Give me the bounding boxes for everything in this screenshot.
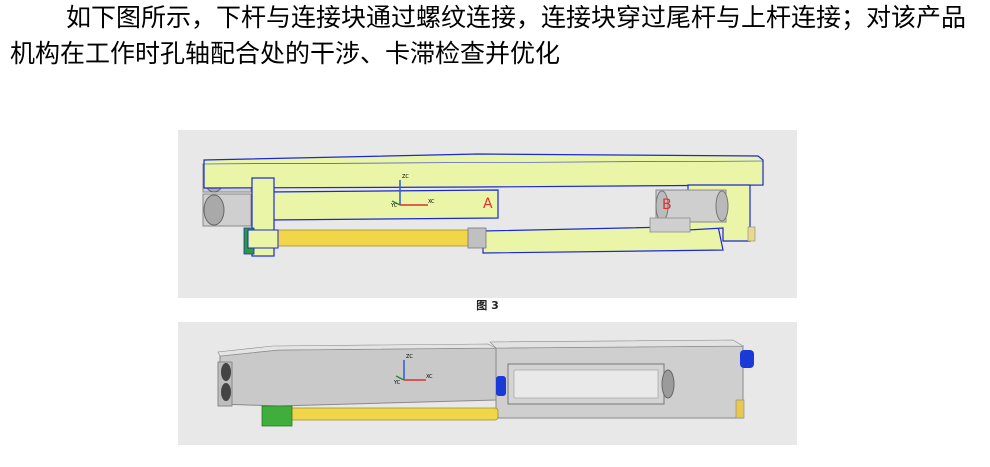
upper-rod (203, 153, 764, 189)
assembly-figure-1-svg: ZC XC YC A B (178, 130, 797, 298)
blue-cap-inner (496, 376, 506, 396)
description-paragraph: 如下图所示，下杆与连接块通过螺纹连接，连接块穿过尾杆与上杆连接；对该产品机构在工… (10, 3, 967, 68)
coordinate-triad-1: ZC XC YC (390, 174, 435, 209)
assembly-figure-section-view: ZC XC YC A B (178, 130, 797, 298)
axis-z-label-2: ZC (406, 354, 413, 360)
lower-yellow-rod-2 (287, 407, 499, 421)
axis-x-label-2: XC (426, 374, 433, 380)
marker-b-label: B (662, 197, 672, 213)
green-block (261, 405, 293, 427)
assembly-figure-2-svg: ZC XC YC (178, 322, 797, 445)
lower-yellow-rod (273, 229, 483, 247)
axis-y-label: YC (390, 203, 398, 209)
marker-a-label: A (483, 196, 493, 212)
middle-rod (267, 189, 499, 221)
left-body (219, 347, 497, 407)
axis-y-label-2: YC (393, 380, 401, 386)
assembly-figure-shaded-view: ZC XC YC (178, 322, 797, 445)
axis-z-label: ZC (402, 174, 409, 180)
blue-cap-right (740, 350, 754, 368)
figure-caption: 图 3 (476, 299, 499, 312)
axis-x-label: XC (428, 199, 435, 205)
coordinate-triad-2: ZC XC YC (393, 354, 433, 386)
